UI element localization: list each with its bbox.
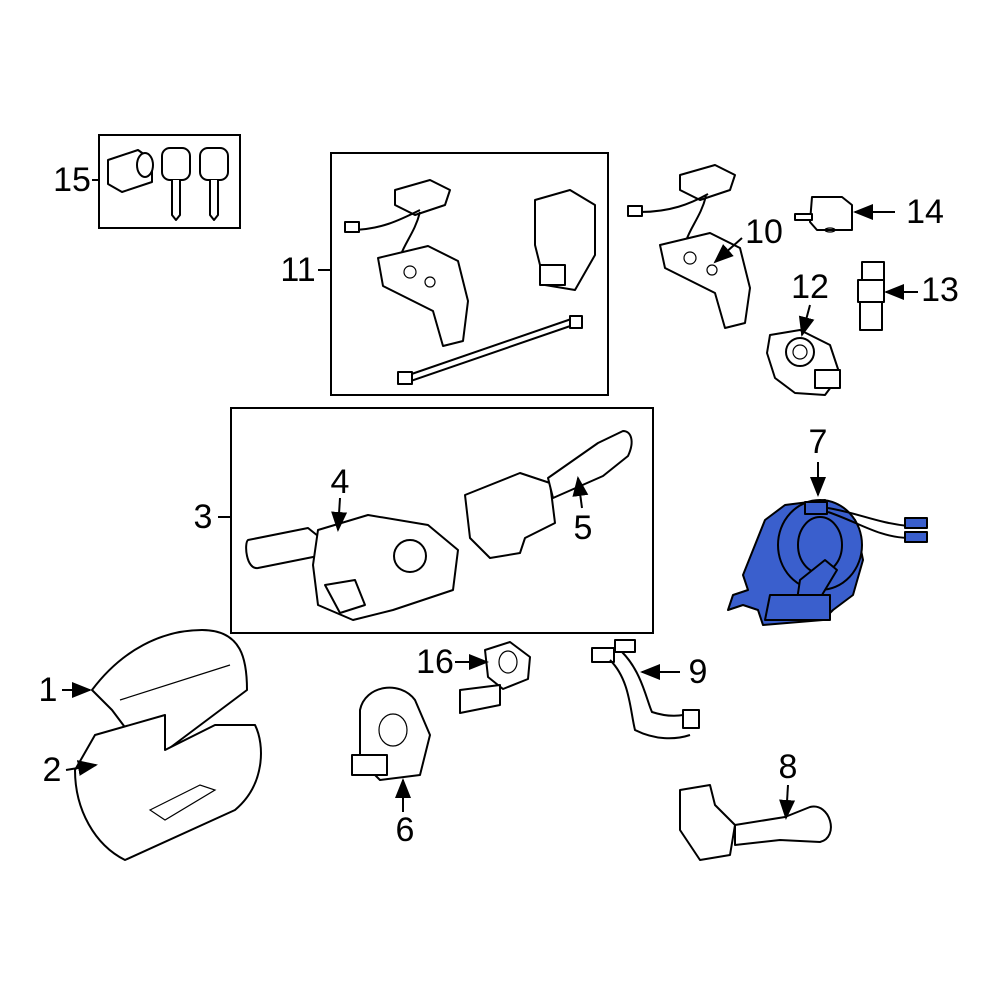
callout-5: 5 — [573, 509, 593, 547]
callout-7: 7 — [808, 423, 828, 461]
part-4-turn-signal-switch[interactable] — [245, 514, 459, 621]
part-1-upper-column-cover[interactable] — [91, 629, 248, 751]
part-11-steering-switch-set[interactable] — [344, 179, 596, 385]
callout-3: 3 — [193, 498, 213, 536]
callout-12: 12 — [791, 268, 829, 306]
part-8-cruise-control-switch[interactable] — [679, 784, 832, 861]
part-7-spiral-cable[interactable] — [727, 499, 928, 626]
callout-8: 8 — [778, 748, 798, 786]
part-14-sensor[interactable] — [794, 196, 853, 233]
part-15-lock-and-keys[interactable] — [107, 147, 229, 221]
part-13-switch[interactable] — [857, 261, 885, 331]
callout-11: 11 — [280, 251, 316, 289]
part-16-bracket[interactable] — [459, 641, 531, 714]
callout-14: 14 — [906, 193, 944, 231]
callout-9: 9 — [688, 653, 708, 691]
callout-6: 6 — [395, 811, 415, 849]
part-6-column-switch-body[interactable] — [351, 686, 431, 781]
callout-1: 1 — [38, 671, 58, 709]
part-9-wire-harness[interactable] — [591, 639, 700, 740]
callout-4: 4 — [330, 463, 350, 501]
callout-16: 16 — [416, 643, 454, 681]
callout-13: 13 — [921, 271, 959, 309]
group-box-15 — [98, 134, 241, 229]
part-2-lower-column-cover[interactable] — [74, 714, 262, 861]
leader-lines — [62, 179, 918, 820]
part-5-wiper-switch[interactable] — [464, 430, 633, 559]
part-12-ignition-switch[interactable] — [766, 329, 841, 396]
callout-15: 15 — [53, 161, 91, 199]
callout-2: 2 — [42, 751, 62, 789]
callout-10: 10 — [745, 213, 783, 251]
group-box-11 — [330, 152, 609, 396]
group-box-3 — [230, 407, 654, 634]
